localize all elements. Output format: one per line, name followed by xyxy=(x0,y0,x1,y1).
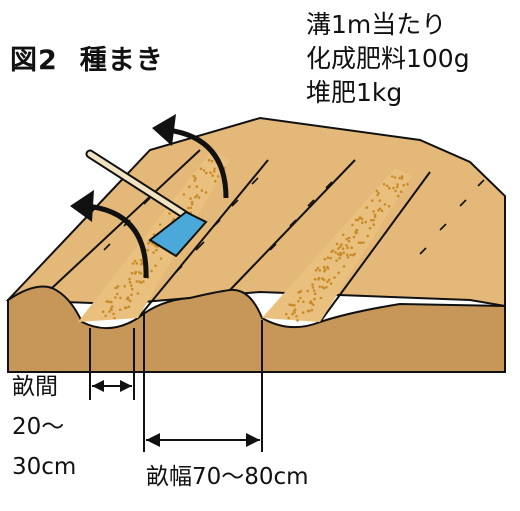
ridge-width-label: 畝幅70～80cm xyxy=(146,464,309,490)
figure-title: 図2 種まき xyxy=(10,38,164,77)
dimension-ridge-width xyxy=(143,310,263,452)
note-line-3: 堆肥1kg xyxy=(306,78,403,107)
note-line-1: 溝1m当たり xyxy=(306,10,447,39)
motion-arrows xyxy=(85,127,229,279)
soil-cross-section xyxy=(7,285,506,373)
furrow-gap-label-1: 畝間 xyxy=(12,374,58,400)
ridge-outline-4 xyxy=(319,171,431,323)
arrow-upper-head xyxy=(152,114,176,146)
fertilizer-note: 溝1m当たり 化成肥料100g 堆肥1kg xyxy=(306,8,470,110)
figure-caption: 種まき xyxy=(79,45,164,76)
arrow-upper xyxy=(167,127,229,199)
arrow-lower xyxy=(85,203,149,279)
furrow-gap-label-3: 30cm xyxy=(12,454,77,480)
figure-number: 図2 xyxy=(10,45,58,76)
ridge-outline-3 xyxy=(229,159,356,291)
ridge-outline-2 xyxy=(137,159,269,319)
hoe xyxy=(85,149,208,258)
ridge-hatching xyxy=(103,177,485,273)
arrow-lower-head xyxy=(70,190,94,222)
furrow-right xyxy=(262,168,412,322)
furrow-gap-label-2: 20～ xyxy=(12,414,65,440)
note-line-2: 化成肥料100g xyxy=(306,44,470,73)
hoe-blade xyxy=(148,210,208,258)
